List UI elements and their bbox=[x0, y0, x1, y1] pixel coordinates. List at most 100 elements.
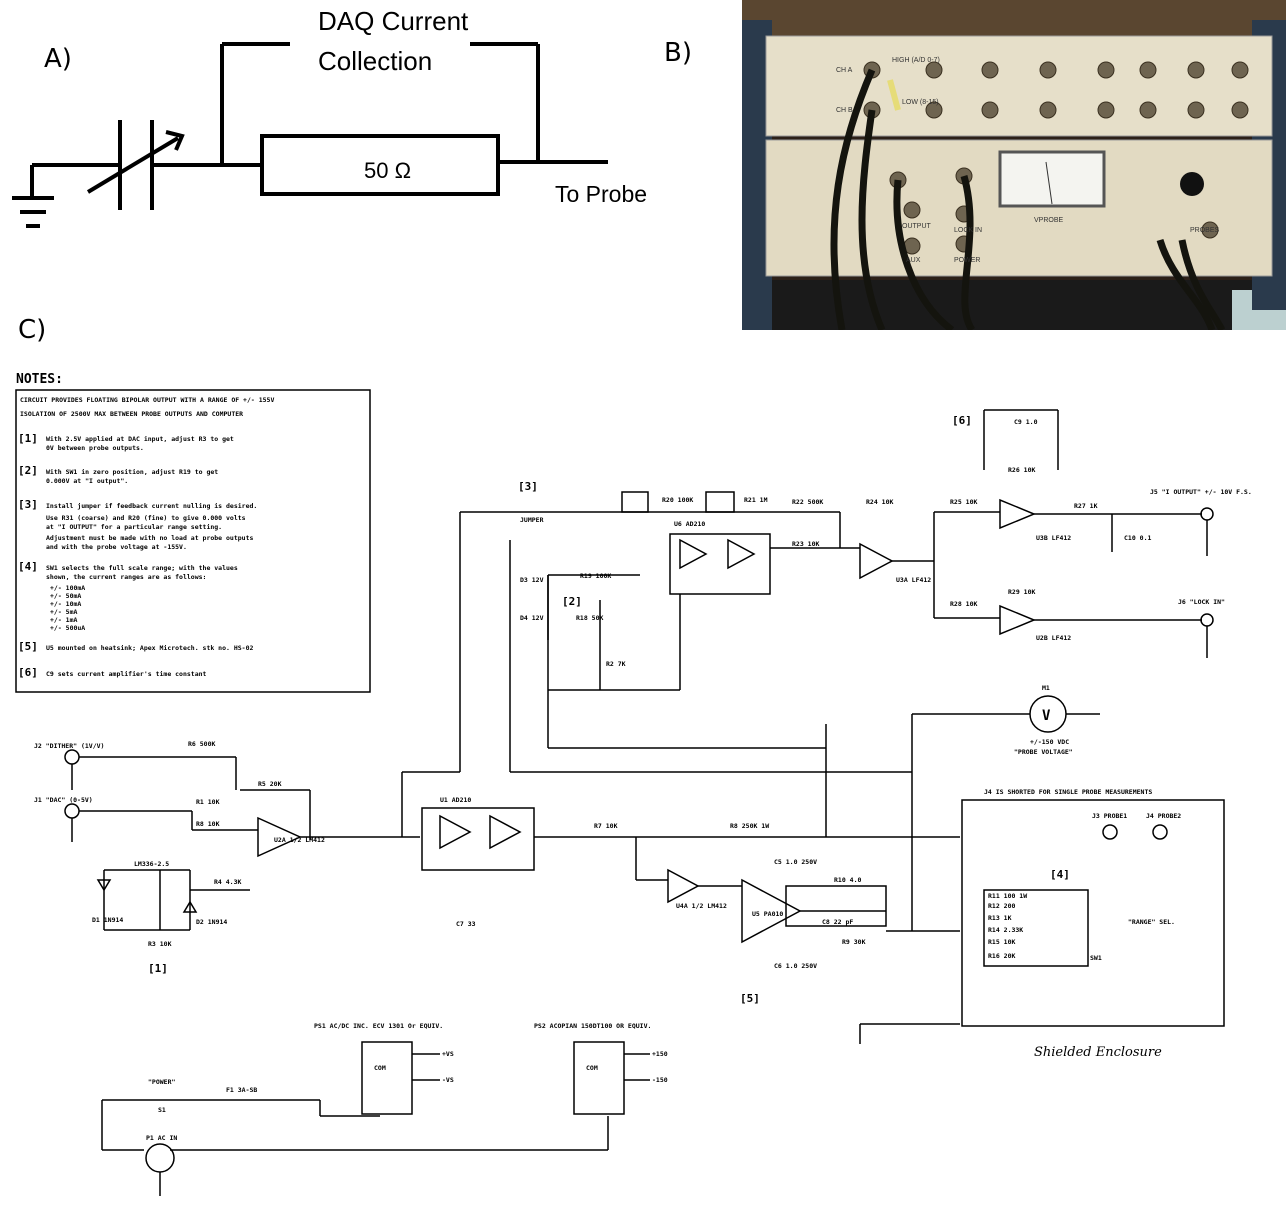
svg-text:"PROBE VOLTAGE": "PROBE VOLTAGE" bbox=[1014, 748, 1073, 756]
svg-text:ISOLATION OF 2500V MAX BETWEEN: ISOLATION OF 2500V MAX BETWEEN PROBE OUT… bbox=[20, 410, 243, 418]
svg-text:R20 100K: R20 100K bbox=[662, 496, 693, 504]
svg-text:R11 100 1W: R11 100 1W bbox=[988, 892, 1027, 900]
resistor-50-ohm bbox=[260, 134, 500, 196]
svg-text:CH B: CH B bbox=[836, 107, 853, 114]
op-amp-u3b bbox=[999, 498, 1036, 530]
svg-text:at "I OUTPUT" for a particular: at "I OUTPUT" for a particular range set… bbox=[46, 523, 222, 531]
schematic-diagram-c: NOTES: CIRCUIT PROVIDES FLOATING BIPOLAR… bbox=[15, 372, 1252, 1196]
svg-text:R8 250K 1W: R8 250K 1W bbox=[730, 822, 769, 830]
svg-text:U3B LF412: U3B LF412 bbox=[1036, 534, 1071, 542]
svg-text:U2B LF412: U2B LF412 bbox=[1036, 634, 1071, 642]
svg-text:Adjustment must be made with n: Adjustment must be made with no load at … bbox=[46, 534, 253, 542]
probe-voltage-meter bbox=[998, 150, 1106, 208]
svg-text:R14 2.33K: R14 2.33K bbox=[988, 926, 1023, 934]
svg-text:R18 50K: R18 50K bbox=[576, 614, 603, 622]
svg-text:R5 20K: R5 20K bbox=[258, 780, 282, 788]
svg-text:R29 10K: R29 10K bbox=[1008, 588, 1035, 596]
svg-text:SW1: SW1 bbox=[1090, 954, 1102, 962]
svg-text:+/- 100mA: +/- 100mA bbox=[50, 584, 85, 592]
svg-text:R10 4.0: R10 4.0 bbox=[834, 876, 861, 884]
probe2-connector bbox=[1152, 824, 1168, 840]
svg-text:COM: COM bbox=[586, 1064, 598, 1072]
svg-text:R4 4.3K: R4 4.3K bbox=[214, 878, 241, 886]
ac-inlet bbox=[145, 1143, 175, 1173]
power-supply-ps2 bbox=[573, 1041, 625, 1115]
svg-text:With 2.5V applied at DAC input: With 2.5V applied at DAC input, adjust R… bbox=[46, 435, 234, 443]
svg-text:"POWER": "POWER" bbox=[148, 1078, 175, 1086]
dac-connector bbox=[64, 803, 80, 819]
svg-text:J4 PROBE2: J4 PROBE2 bbox=[1146, 812, 1181, 820]
svg-text:R28 10K: R28 10K bbox=[950, 600, 977, 608]
op-amp-u4a bbox=[667, 868, 700, 904]
diode-d2 bbox=[182, 900, 198, 913]
svg-text:D3 12V: D3 12V bbox=[520, 576, 544, 584]
svg-text:C10 0.1: C10 0.1 bbox=[1124, 534, 1151, 542]
svg-text:0.000V at "I output".: 0.000V at "I output". bbox=[46, 477, 128, 485]
svg-text:SW1 selects the full scale ran: SW1 selects the full scale range; with t… bbox=[46, 564, 238, 572]
svg-text:R12 200: R12 200 bbox=[988, 902, 1015, 910]
svg-text:R6 500K: R6 500K bbox=[188, 740, 215, 748]
svg-text:shown, the current ranges are: shown, the current ranges are as follows… bbox=[46, 573, 206, 581]
svg-text:[4]: [4] bbox=[1050, 868, 1070, 881]
svg-text:J1 "DAC" (0-5V): J1 "DAC" (0-5V) bbox=[34, 796, 93, 804]
svg-text:F1 3A-SB: F1 3A-SB bbox=[226, 1086, 257, 1094]
svg-text:R16 20K: R16 20K bbox=[988, 952, 1015, 960]
svg-text:[5]: [5] bbox=[740, 992, 760, 1005]
panel-label-c: C) bbox=[18, 315, 47, 345]
svg-text:[3]: [3] bbox=[518, 480, 538, 493]
svg-text:R21 1M: R21 1M bbox=[744, 496, 768, 504]
svg-text:HIGH (A/D 0-7): HIGH (A/D 0-7) bbox=[892, 57, 940, 64]
svg-text:R27 1K: R27 1K bbox=[1074, 502, 1098, 510]
notes-box: NOTES: CIRCUIT PROVIDES FLOATING BIPOLAR… bbox=[15, 372, 371, 693]
svg-text:U5 mounted on heatsink; Apex M: U5 mounted on heatsink; Apex Microtech. … bbox=[46, 644, 253, 652]
daq-current-label: DAQ Current bbox=[318, 6, 469, 36]
svg-text:-VS: -VS bbox=[442, 1076, 454, 1084]
svg-text:+/-150 VDC: +/-150 VDC bbox=[1030, 738, 1069, 746]
svg-text:POWER: POWER bbox=[954, 257, 980, 264]
power-supply-ps1 bbox=[361, 1041, 413, 1115]
svg-text:C5 1.0 250V: C5 1.0 250V bbox=[774, 858, 817, 866]
svg-text:C7 33: C7 33 bbox=[456, 920, 476, 928]
svg-text:CIRCUIT PROVIDES FLOATING BIPO: CIRCUIT PROVIDES FLOATING BIPOLAR OUTPUT… bbox=[20, 396, 274, 404]
op-amp-u2a bbox=[257, 816, 302, 858]
svg-text:R26 10K: R26 10K bbox=[1008, 466, 1035, 474]
svg-text:R13 1K: R13 1K bbox=[988, 914, 1012, 922]
svg-text:0V between probe outputs.: 0V between probe outputs. bbox=[46, 444, 144, 452]
svg-text:R3 10K: R3 10K bbox=[148, 940, 172, 948]
svg-text:C9 sets current amplifier's ti: C9 sets current amplifier's time constan… bbox=[46, 670, 207, 678]
daq-collection-label: Collection bbox=[318, 46, 432, 76]
svg-text:[3]: [3] bbox=[18, 498, 38, 511]
svg-text:J3 PROBE1: J3 PROBE1 bbox=[1092, 812, 1127, 820]
svg-text:+/- 1mA: +/- 1mA bbox=[50, 616, 77, 624]
svg-text:COM: COM bbox=[374, 1064, 386, 1072]
svg-text:U3A LF412: U3A LF412 bbox=[896, 576, 931, 584]
svg-text:J2 "DITHER" (1V/V): J2 "DITHER" (1V/V) bbox=[34, 742, 104, 750]
svg-text:[5]: [5] bbox=[18, 640, 38, 653]
range-knob bbox=[1180, 172, 1204, 196]
svg-text:M1: M1 bbox=[1042, 684, 1050, 692]
svg-text:LOCK IN: LOCK IN bbox=[954, 227, 982, 234]
resistor-label: 50 Ω bbox=[364, 158, 411, 183]
svg-text:R22 500K: R22 500K bbox=[792, 498, 823, 506]
svg-text:[2]: [2] bbox=[562, 595, 582, 608]
svg-text:AUX: AUX bbox=[906, 257, 921, 264]
svg-text:R2 7K: R2 7K bbox=[606, 660, 626, 668]
svg-text:PS2 ACOPIAN 150DT100 OR EQUIV.: PS2 ACOPIAN 150DT100 OR EQUIV. bbox=[534, 1022, 651, 1030]
svg-text:LM336-2.5: LM336-2.5 bbox=[134, 860, 169, 868]
svg-text:-150: -150 bbox=[652, 1076, 668, 1084]
panel-label-b: B) bbox=[664, 38, 692, 68]
circuit-diagram-a: DAQ Current Collection 50 Ω To Probe bbox=[12, 6, 647, 228]
svg-text:S1: S1 bbox=[158, 1106, 166, 1114]
svg-text:D2 1N914: D2 1N914 bbox=[196, 918, 227, 926]
svg-text:+/- 500uA: +/- 500uA bbox=[50, 624, 85, 632]
isolation-amp-u6 bbox=[669, 533, 771, 595]
svg-text:[6]: [6] bbox=[18, 666, 38, 679]
diode-d1 bbox=[96, 879, 112, 892]
probe1-connector bbox=[1102, 824, 1118, 840]
svg-text:U1 AD210: U1 AD210 bbox=[440, 796, 471, 804]
lock-in-connector bbox=[1200, 613, 1214, 627]
svg-text:PROBES: PROBES bbox=[1190, 227, 1220, 234]
svg-text:D4 12V: D4 12V bbox=[520, 614, 544, 622]
svg-text:U5 PA010: U5 PA010 bbox=[752, 910, 783, 918]
svg-text:C6 1.0 250V: C6 1.0 250V bbox=[774, 962, 817, 970]
